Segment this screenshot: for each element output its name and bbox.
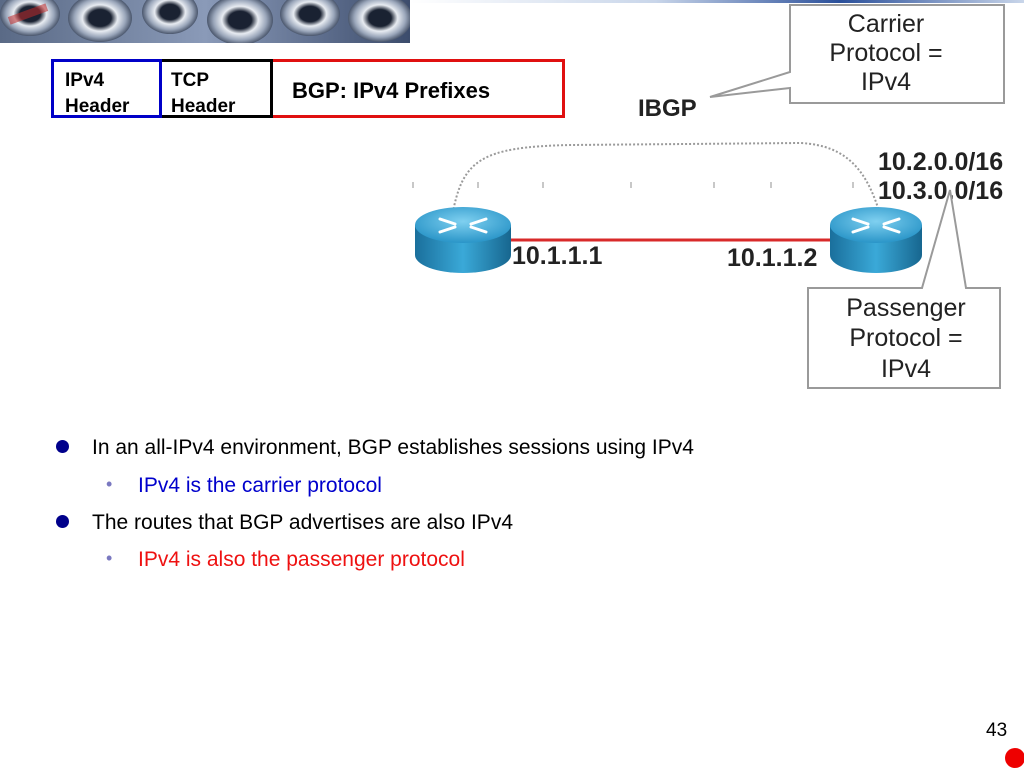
bullet-dot-icon xyxy=(56,440,69,453)
banner-rule xyxy=(410,0,1024,3)
passenger-callout-line-1: Passenger xyxy=(846,294,966,322)
prefix-label: 10.3.0.0/16 xyxy=(878,177,1003,205)
ibgp-label: IBGP xyxy=(638,95,697,122)
sub-bullet-item: IPv4 is the carrier protocol xyxy=(138,474,382,497)
background-marks xyxy=(412,182,854,188)
sub-bullet-dot-icon: • xyxy=(106,548,113,568)
bullet-dot-icon xyxy=(56,515,69,528)
left-router-address: 10.1.1.1 xyxy=(512,242,602,270)
prefix-label: 10.2.0.0/16 xyxy=(878,148,1003,176)
network-diagram: Carrier Protocol = IPv4 IBGP 10.2.0.0/16… xyxy=(412,4,1005,389)
router-icon xyxy=(415,207,511,273)
right-router-address: 10.1.1.2 xyxy=(727,244,817,272)
sub-bullet-item: IPv4 is also the passenger protocol xyxy=(138,548,465,571)
bullet-item: In an all-IPv4 environment, BGP establis… xyxy=(92,436,694,459)
carrier-callout xyxy=(709,4,1005,104)
passenger-callout-line-3: IPv4 xyxy=(881,355,931,383)
ipv4-header-box: IPv4 Header xyxy=(51,59,162,118)
nav-dot-icon[interactable] xyxy=(1005,748,1024,768)
tcp-header-box: TCP Header xyxy=(162,59,273,118)
carrier-callout-line-1: Carrier xyxy=(848,10,924,38)
ipv4-header-label: IPv4 Header xyxy=(65,70,130,117)
router-icon xyxy=(830,207,922,273)
bgp-payload-label: BGP: IPv4 Prefixes xyxy=(292,78,491,103)
carrier-callout-line-2: Protocol = xyxy=(829,39,942,67)
bgp-payload-box: BGP: IPv4 Prefixes xyxy=(273,59,565,118)
page-number: 43 xyxy=(986,720,1008,741)
passenger-callout-line-2: Protocol = xyxy=(849,324,962,352)
bullet-item: The routes that BGP advertises are also … xyxy=(92,511,513,534)
passenger-callout xyxy=(807,189,1001,389)
banner-image xyxy=(0,0,410,43)
tcp-header-label: TCP Header xyxy=(171,70,236,117)
sub-bullet-dot-icon: • xyxy=(106,474,113,494)
ibgp-session-arc xyxy=(451,141,881,218)
carrier-callout-line-3: IPv4 xyxy=(861,68,911,96)
